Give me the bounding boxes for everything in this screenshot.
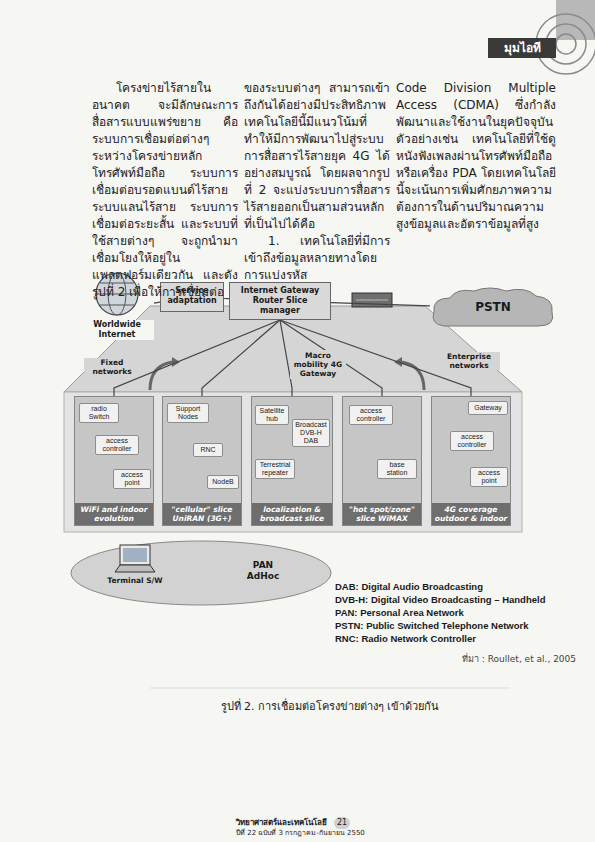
network-slice: localization & broadcast slice Satellite … — [251, 396, 333, 526]
device-box: radio Switch — [79, 403, 119, 423]
caption-holder: รูปที่ 2. การเชื่อมต่อโครงข่ายต่างๆ เข้า… — [130, 700, 530, 714]
device-label: access controller — [98, 437, 136, 453]
terminal: Terminal S/W — [100, 544, 170, 594]
network-slice: WiFi and indoor evolution radio Switch acc… — [74, 396, 154, 526]
device-box: Terrestrial repeater — [255, 459, 295, 479]
device-label: Satellite hub — [258, 407, 286, 423]
device-box: access controller — [450, 431, 494, 451]
device-label: Terrestrial repeater — [258, 461, 292, 477]
device-box: access point — [470, 467, 508, 487]
cloud-label: PSTN — [430, 300, 556, 314]
abbreviation-list: DAB: Digital Audio BroadcastingDVB-H: Di… — [335, 580, 587, 645]
device-box: access controller — [95, 435, 139, 455]
label-holder: Fixed networks — [84, 358, 140, 376]
abbreviation: DAB: Digital Audio Broadcasting — [335, 580, 587, 593]
network-slice: 4G coverage outdoor & indoor Gateway acces… — [431, 396, 511, 526]
slice-caption: "cellular" slice UniRAN (3G+) — [163, 503, 241, 525]
device-label: Gateway — [471, 404, 505, 412]
label-holder: Enterprise networks — [438, 352, 500, 370]
label-holder: 21 — [334, 817, 350, 829]
gateway-box: Internet Gateway Router Slice manager — [229, 282, 331, 320]
device-label: base station — [380, 461, 414, 477]
slice-caption: WiFi and indoor evolution — [75, 503, 153, 525]
device-box: access controller — [349, 405, 393, 425]
laptop-icon — [113, 544, 157, 574]
device-box: Broadcast DVB-H DAB — [292, 419, 330, 447]
source-note: ที่มา : Roullet, et al., 2005 — [462, 654, 590, 665]
body-paragraph: Code Division Multiple Access (CDMA) ซึ่… — [396, 80, 556, 233]
body-paragraph: 1. เทคโนโลยีที่มีการเข้าถึงข้อมูลหลายทาง… — [244, 233, 390, 284]
device-label: RNC — [196, 446, 220, 454]
text-column: Code Division Multiple Access (CDMA) ซึ่… — [396, 80, 556, 233]
label-holder: ปีที่ 22 ฉบับที่ 3 กรกฎาคม-กันยายน 2550 — [236, 829, 396, 838]
device-box: RNC — [193, 443, 223, 457]
body-paragraph: โครงข่ายไร้สายในอนาคต จะมีลักษณะการสื่อส… — [92, 80, 238, 301]
device-label: Support Nodes — [170, 405, 206, 421]
device-label: NodeB — [210, 478, 236, 486]
abbreviation: DVB-H: Digital Video Broadcasting – Hand… — [335, 593, 587, 606]
text-column: โครงข่ายไร้สายในอนาคต จะมีลักษณะการสื่อส… — [92, 80, 238, 301]
device-box: NodeB — [207, 475, 239, 489]
laptop-base — [115, 565, 155, 572]
device-label: access point — [116, 471, 148, 487]
device-box: Support Nodes — [167, 403, 209, 423]
box-label: Internet Gateway Router Slice manager — [233, 286, 327, 316]
connector — [202, 320, 280, 396]
connector — [331, 303, 430, 306]
footer-issue: ปีที่ 22 ฉบับที่ 3 กรกฎาคม-กันยายน 2550 — [236, 829, 396, 838]
label-holder: ที่มา : Roullet, et al., 2005 — [462, 654, 590, 665]
curved-arrow — [402, 362, 424, 390]
laptop-screen — [120, 545, 150, 565]
label-holder: Macro mobility 4G Gateway — [290, 350, 346, 379]
text-column: ของระบบต่างๆ สามารถเข้าถึงกันได้อย่างมีป… — [244, 80, 390, 284]
screen-glass — [123, 548, 147, 562]
rule — [150, 688, 510, 689]
deco-ring — [556, 34, 576, 54]
connector — [280, 320, 382, 396]
pstn-cloud: PSTN — [430, 286, 556, 330]
terminal-label: Terminal S/W — [100, 576, 170, 585]
corner-tab — [556, 0, 595, 40]
footer-title: วิทยาศาสตร์และเทคโนโลยี — [236, 818, 332, 828]
globe-label: Worldwide Internet — [80, 320, 154, 340]
device-label: access controller — [352, 407, 390, 423]
device-box: base station — [377, 459, 417, 479]
section-title: มุมไอที — [492, 41, 552, 55]
ellipse-shape — [70, 540, 332, 606]
pan-label: PAN AdHoc — [238, 560, 288, 582]
abbreviation: RNC: Radio Network Controller — [335, 632, 587, 645]
network-label: Enterprise networks — [438, 352, 500, 370]
device-box: Gateway — [468, 401, 508, 415]
network-slice: "cellular" slice UniRAN (3G+) Support Nod… — [162, 396, 242, 526]
access-region — [64, 392, 522, 532]
network-slice: "hot spot/zone" slice WiMAX access contro… — [342, 396, 422, 526]
figure-caption: รูปที่ 2. การเชื่อมต่อโครงข่ายต่างๆ เข้า… — [130, 700, 530, 714]
device-label: access controller — [453, 433, 491, 449]
device-label: radio Switch — [82, 405, 116, 421]
network-label: Fixed networks — [84, 358, 140, 376]
section-tab: มุมไอที — [488, 38, 556, 58]
abbreviation: PSTN: Public Switched Telephone Network — [335, 619, 587, 632]
slice-caption: "hot spot/zone" slice WiMAX — [343, 503, 421, 525]
body-paragraph: ของระบบต่างๆ สามารถเข้าถึงกันได้อย่างมีป… — [244, 80, 390, 233]
page-number: 21 — [334, 817, 350, 829]
device-box: Satellite hub — [255, 405, 289, 425]
slice-caption: localization & broadcast slice — [252, 503, 332, 525]
device-label: access point — [473, 469, 505, 485]
device-detail — [356, 300, 388, 301]
abbreviation: PAN: Personal Area Network — [335, 606, 587, 619]
ellipse-outline — [71, 541, 331, 605]
region-label: Macro mobility 4G Gateway — [290, 350, 346, 379]
device-label: Broadcast DVB-H DAB — [295, 421, 327, 445]
label-holder: วิทยาศาสตร์และเทคโนโลยี — [236, 818, 332, 828]
device-box: access point — [113, 469, 151, 489]
pan-ellipse: PAN AdHocTerminal S/W — [70, 540, 332, 606]
slice-caption: 4G coverage outdoor & indoor — [432, 503, 510, 525]
